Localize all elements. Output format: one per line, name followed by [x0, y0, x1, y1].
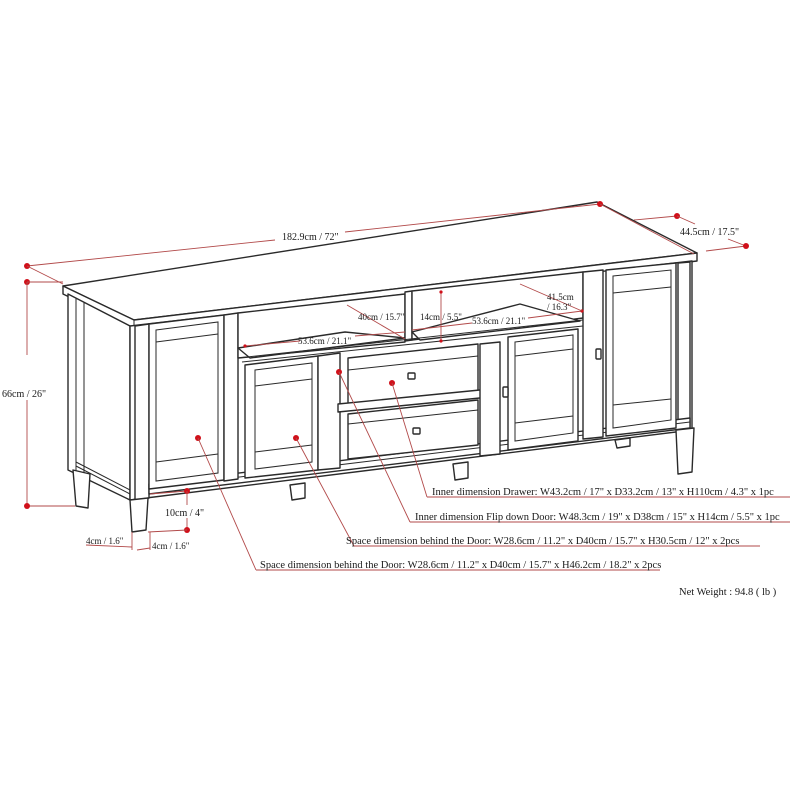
- label-overall-height: 66cm / 26": [2, 389, 46, 400]
- callout-labels: Inner dimension Drawer: W43.2cm / 17" x …: [260, 487, 780, 598]
- tv-stand-drawing: [62, 201, 698, 533]
- callout-door-inner: Space dimension behind the Door: W28.6cm…: [346, 536, 739, 547]
- drawer-handle-lower: [412, 427, 421, 435]
- label-shelf-depth-left: 40cm / 15.7": [358, 312, 405, 322]
- label-shelf-depth-right-in: / 16.3": [547, 302, 572, 312]
- leg-mid-2: [452, 461, 469, 481]
- label-shelf-height: 14cm / 5.5": [420, 312, 462, 322]
- net-weight: Net Weight : 94.8 ( lb ): [679, 587, 777, 598]
- label-leg-width-side: 4cm / 1.6": [152, 541, 190, 551]
- leg-mid-3: [614, 437, 631, 449]
- door-handle-far-right: [595, 348, 602, 360]
- label-leg-clearance: 10cm / 4": [165, 508, 204, 519]
- label-shelf-width-left: 53.6cm / 21.1": [298, 336, 351, 346]
- callout-drawer: Inner dimension Drawer: W43.2cm / 17" x …: [432, 487, 774, 498]
- label-leg-width-front: 4cm / 1.6": [86, 536, 124, 546]
- label-overall-depth: 44.5cm / 17.5": [680, 227, 739, 238]
- door-inner-right: [507, 328, 579, 451]
- leg-mid-1: [289, 482, 306, 501]
- callout-door-outer: Space dimension behind the Door: W28.6cm…: [260, 560, 661, 571]
- left-side-panel: [67, 293, 131, 501]
- label-shelf-width-right: 53.6cm / 21.1": [472, 316, 525, 326]
- dimension-labels: 182.9cm / 72" 44.5cm / 17.5" 66cm / 26" …: [2, 227, 739, 551]
- callout-leaders: [195, 369, 790, 571]
- door-far-right: [605, 262, 677, 437]
- callout-flip-door: Inner dimension Flip down Door: W48.3cm …: [415, 512, 780, 523]
- door-inner-left: [244, 355, 319, 479]
- dimension-lines: [24, 201, 749, 551]
- leg-front-left: [129, 497, 149, 533]
- leg-back-left: [72, 469, 91, 509]
- door-handle-inner-right: [502, 386, 509, 398]
- label-shelf-depth-right-cm: 41.5cm: [547, 292, 574, 302]
- leg-front-right: [675, 427, 695, 475]
- drawer-handle-upper: [407, 372, 416, 380]
- label-overall-width: 182.9cm / 72": [282, 232, 339, 243]
